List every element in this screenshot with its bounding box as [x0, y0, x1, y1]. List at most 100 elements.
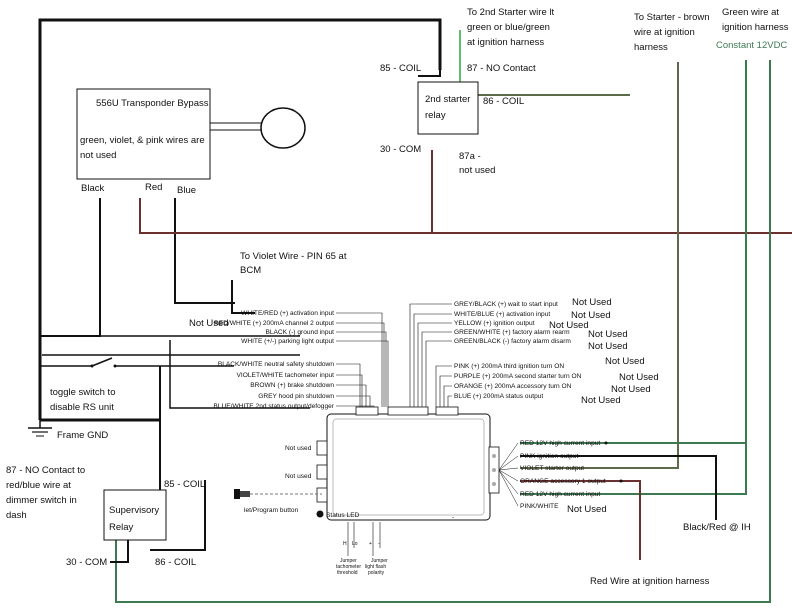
bypass-note-1: green, violet, & pink wires are [80, 135, 205, 146]
transponder-bypass-module: 556U Transponder Bypass green, violet, &… [76, 88, 306, 196]
relay2-title-1: 2nd starter [425, 94, 470, 105]
bypass-wire-red-label: Red [145, 182, 162, 193]
bypass-wire-black-label: Black [81, 183, 104, 194]
left-pin-lead [336, 363, 361, 407]
left-pin-lead [336, 405, 375, 407]
right-pin-label: WHITE/BLUE (+) activation input [454, 311, 550, 318]
jumper1-line3: threshold [337, 570, 358, 576]
relay2-pin85: 85 - COIL [380, 63, 421, 74]
bypass-title: 556U Transponder Bypass [96, 98, 209, 109]
right-pin-label: GREY/BLACK (+) wait to start input [454, 301, 558, 308]
status-led-icon [316, 510, 324, 518]
wire-brown-bus [139, 198, 792, 234]
wire-black-relay-coil [418, 70, 441, 77]
harness-pin-label: ORANGE accessory 1 output [520, 478, 606, 485]
harness-pin-label: PINK ignition output [520, 453, 578, 460]
relay2-title-2: relay [425, 110, 446, 121]
harness-pin-lead [498, 442, 519, 471]
left-pin-label: BLACK (-) ground input [265, 329, 334, 336]
wire-pink-ign [520, 455, 717, 520]
sup-relay-pin86: 86 - COIL [155, 557, 196, 568]
violet-note-2: BCM [240, 265, 261, 276]
note-brown-2: wire at ignition [633, 27, 695, 38]
harness-pin-lead [498, 469, 519, 507]
right-pin-label: PURPLE (+) 200mA second starter turn ON [454, 373, 582, 380]
note-green-2: green or blue/green [467, 22, 550, 33]
right-pin-label: YELLOW (+) ignition output [454, 320, 535, 327]
relay2-pin30: 30 - COM [380, 144, 421, 155]
wire-sup-relay-30 [110, 540, 129, 563]
plug-left-1 [316, 440, 328, 456]
left-pin-lead [336, 312, 383, 407]
connector-left-top [355, 406, 379, 416]
harness-pin-lead [498, 469, 519, 495]
left-pin-lead [336, 384, 367, 407]
second-starter-relay: 2nd starter relay 85 - COIL 87 - NO Cont… [380, 63, 536, 176]
relay2-pin87a-2: not used [459, 165, 495, 176]
violet-note-1: To Violet Wire - PIN 65 at [240, 251, 347, 262]
jumper-plus: + [369, 541, 372, 547]
jumper-light: + - Jumper light flash polarity [365, 522, 388, 576]
dimmer-note-4: dash [6, 510, 27, 521]
not-used-r9: Not Used [581, 395, 621, 406]
not-used-plug-1: Not used [285, 445, 312, 452]
left-pin-lead [336, 331, 387, 407]
relay2-pin87: 87 - NO Contact [467, 63, 536, 74]
supervisory-relay: Supervisory Relay 85 - COIL 30 - COM 86 … [66, 479, 205, 568]
harness-pin-label: RED 12V high current input [520, 491, 600, 498]
harness-pin-lead [498, 469, 519, 482]
note-green-3: at ignition harness [467, 37, 544, 48]
right-pin-label: ORANGE (+) 200mA accessory turn ON [454, 383, 572, 390]
connector-center-top [387, 406, 429, 416]
left-pin-label: RED/WHITE (+) 200mA channel 2 output [214, 320, 334, 327]
black-red-label: Black/Red @ IH [683, 522, 751, 533]
left-pin-label: BLACK/WHITE neutral safety shutdown [218, 361, 335, 368]
harness-pin-1 [492, 454, 496, 458]
right-pin-label: PINK (+) 200mA third ignition turn ON [454, 363, 564, 370]
junction-12v-1 [604, 441, 608, 445]
harness-pin-label: PINK/WHITE [520, 503, 559, 510]
jumper2-line3: polarity [368, 570, 385, 576]
jumper-minus: - [378, 541, 380, 547]
left-pin-lead [336, 340, 389, 407]
wires [38, 18, 792, 603]
sup-relay-title-2: Relay [109, 522, 134, 533]
wire-black-main [38, 18, 442, 422]
bypass-note-2: not used [80, 150, 116, 161]
relay2-box [417, 81, 479, 135]
right-pin-lead [421, 331, 452, 407]
sup-relay-pin85: 85 - COIL [164, 479, 205, 490]
left-pin-lead [336, 374, 363, 407]
harness-pin-label: VIOLET starter output [520, 465, 584, 472]
jumper-tach: H Lo Jumper tachometer threshold [336, 522, 361, 576]
wire-module-left-1 [42, 335, 300, 356]
dimmer-note-3: dimmer switch in [6, 495, 77, 506]
not-used-r4: Not Used [588, 329, 628, 340]
status-led-label: Status LED [326, 512, 360, 519]
module-dash: - [452, 514, 454, 521]
harness-pin-2 [492, 468, 496, 472]
not-used-r3: Not Used [549, 320, 589, 331]
junction-acc [619, 479, 623, 483]
right-pin-lead [435, 365, 452, 407]
toggle-switch-icon [90, 357, 117, 368]
right-pin-lead [443, 385, 452, 407]
relay2-pin86: 86 - COIL [483, 96, 524, 107]
wire-12v [520, 60, 747, 495]
remote-start-module: Status LED - let/Program button H Lo Jum… [234, 406, 500, 576]
not-used-left: Not Used [189, 318, 229, 329]
sup-relay-pin30: 30 - COM [66, 557, 107, 568]
harness-pin-lead [498, 455, 519, 471]
right-pin-lead [413, 313, 452, 407]
left-pin-label: WHITE/RED (+) activation input [241, 310, 334, 317]
antenna-loop [260, 107, 306, 149]
plug-left-3 [316, 487, 328, 503]
wire-blue-bypass [174, 198, 235, 304]
jumper1-line1: Jumper [340, 558, 357, 564]
wire-red-ih [115, 60, 771, 603]
note-green-1: To 2nd Starter wire lt [467, 7, 554, 18]
wire-module-blue-white [169, 340, 310, 409]
harness-pin-label: RED 12V high current input [520, 440, 600, 447]
right-pin-labels: GREY/BLACK (+) wait to start inputWHITE/… [409, 301, 582, 407]
